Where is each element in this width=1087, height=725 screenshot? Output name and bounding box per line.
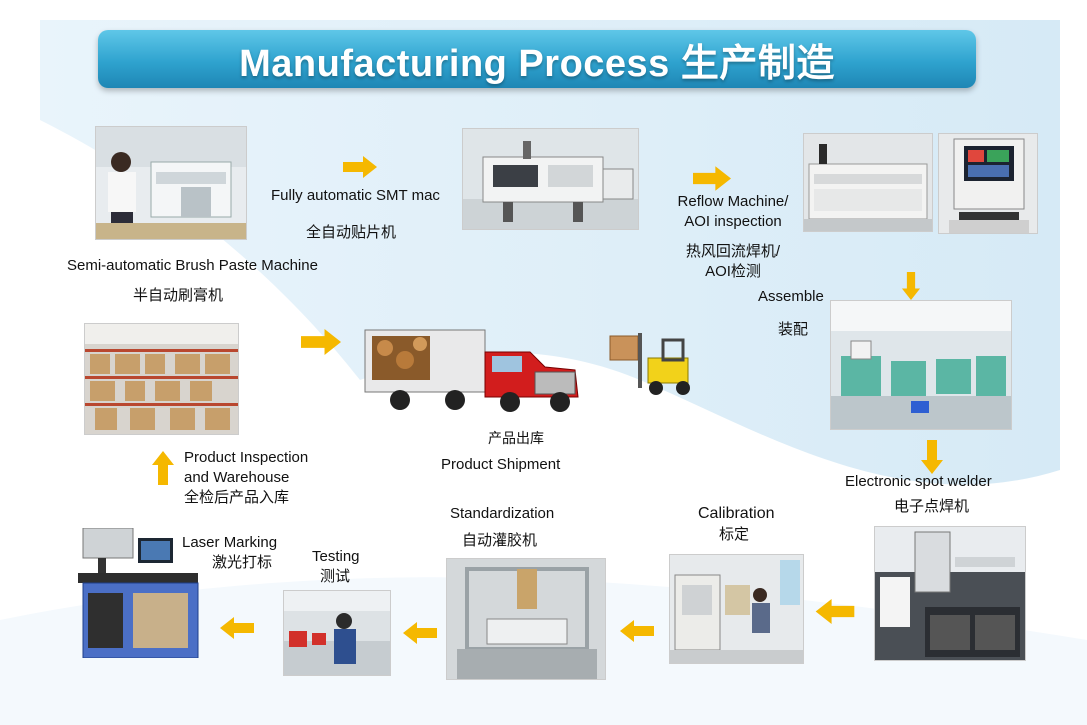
brush-paste-machine-photo — [95, 126, 247, 240]
smt-label-zh: 全自动贴片机 — [306, 224, 397, 241]
reflow-machine-photo — [803, 133, 933, 232]
assemble-label-en: Assemble — [758, 288, 824, 305]
smt-label-en: Fully automatic SMT mac — [271, 187, 440, 204]
reflow-label-zh-line1: 热风回流焊机/ — [685, 243, 781, 260]
inspection-label-zh: 全检后产品入库 — [184, 489, 290, 506]
shipment-label-zh: 产品出库 — [488, 430, 544, 446]
page-title: Manufacturing Process 生产制造 — [239, 42, 835, 85]
aoi-inspection-photo — [938, 133, 1038, 234]
reflow-label-en: Reflow Machine/ AOI inspection — [668, 192, 798, 232]
inspection-label-line2: and Warehouse — [184, 469, 290, 486]
brush-paste-label-en: Semi-automatic Brush Paste Machine — [67, 257, 318, 274]
arrow-right-icon — [301, 329, 341, 355]
calibration-label-en: Calibration — [698, 505, 775, 522]
forklift-image — [608, 328, 700, 398]
laser-marking-photo — [78, 528, 203, 658]
laser-marking-label-en: Laser Marking — [182, 534, 278, 551]
title-banner: Manufacturing Process 生产制造 — [98, 30, 976, 88]
assembly-line-photo — [830, 300, 1012, 430]
brush-paste-label-zh: 半自动刷膏机 — [133, 287, 224, 304]
laser-marking-label-zh: 激光打标 — [212, 554, 273, 571]
shipment-truck-image — [360, 322, 585, 414]
testing-label-zh: 测试 — [320, 568, 351, 585]
testing-photo — [283, 590, 391, 676]
arrow-left-icon — [403, 622, 437, 644]
reflow-label-zh: 热风回流焊机/ AOI检测 — [668, 242, 798, 282]
spot-welder-photo — [874, 526, 1026, 661]
testing-label-en: Testing — [312, 548, 360, 565]
inspection-warehouse-label: Product Inspection and Warehouse 全检后产品入库 — [184, 448, 308, 508]
arrow-right-icon — [693, 166, 731, 191]
reflow-label-en-line1: Reflow Machine/ — [677, 193, 789, 210]
arrow-down-icon — [921, 440, 943, 474]
arrow-left-icon — [220, 617, 254, 639]
assemble-label-zh: 装配 — [778, 321, 809, 338]
spot-welder-label-en: Electronic spot welder — [845, 473, 992, 490]
arrow-down-icon — [901, 272, 921, 300]
standardization-label-en: Standardization — [450, 505, 555, 522]
reflow-label-zh-line2: AOI检测 — [705, 263, 761, 280]
arrow-right-icon — [343, 156, 377, 178]
spot-welder-label-zh: 电子点焊机 — [894, 498, 970, 515]
arrow-up-icon — [152, 451, 174, 485]
calibration-label-zh: 标定 — [719, 526, 750, 543]
calibration-photo — [669, 554, 804, 664]
arrow-left-icon — [815, 599, 855, 624]
warehouse-photo — [84, 323, 239, 435]
arrow-left-icon — [620, 620, 654, 642]
standardization-label-zh: 自动灌胶机 — [462, 532, 538, 549]
inspection-label-line1: Product Inspection — [184, 449, 309, 466]
shipment-label-en: Product Shipment — [441, 456, 561, 473]
reflow-label-en-line2: AOI inspection — [684, 213, 782, 230]
standardization-photo — [446, 558, 606, 680]
smt-machine-photo — [462, 128, 639, 230]
